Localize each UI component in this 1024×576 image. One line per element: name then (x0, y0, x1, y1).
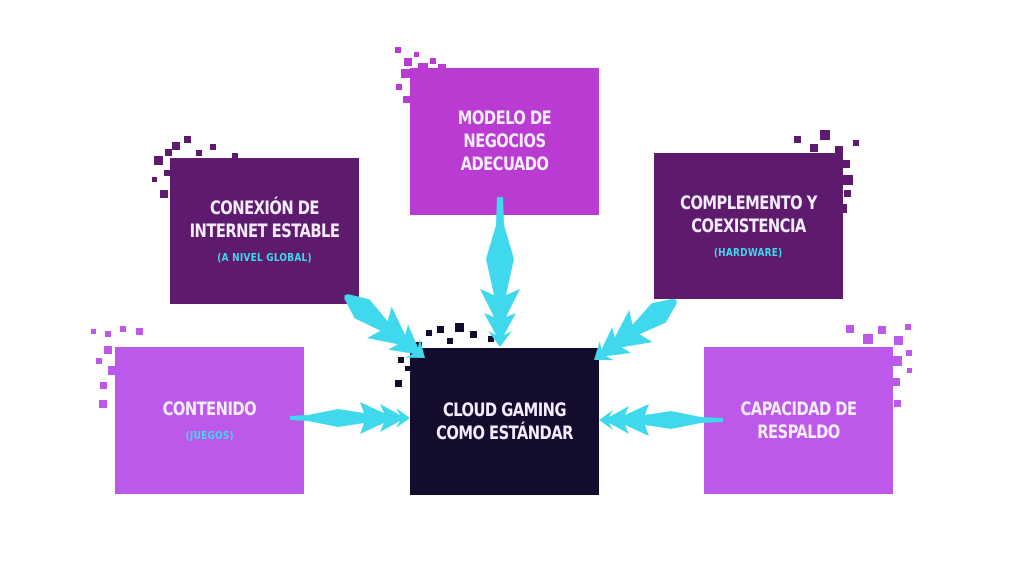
arrow-top-icon (480, 197, 520, 347)
node-title: CAPACIDAD DE RESPALDO (740, 397, 857, 443)
node-cloud-gaming-center: CLOUD GAMING COMO ESTÁNDAR (410, 348, 599, 495)
node-subtitle: (A NIVEL GLOBAL) (217, 251, 312, 264)
pixel-cluster-top (395, 47, 446, 103)
node-title: MODELO DE NEGOCIOS ADECUADO (457, 107, 552, 175)
pixel-cluster-contenido (91, 326, 143, 408)
node-title: COMPLEMENTO Y COEXISTENCIA (680, 192, 817, 237)
node-title: CLOUD GAMING COMO ESTÁNDAR (436, 398, 573, 444)
node-complemento-coexistencia: COMPLEMENTO Y COEXISTENCIA (HARDWARE) (654, 153, 843, 299)
pixel-cluster-capacidad (846, 324, 912, 407)
node-subtitle: (JUEGOS) (185, 429, 234, 442)
arrow-right-icon (599, 404, 723, 436)
node-capacidad-respaldo: CAPACIDAD DE RESPALDO (704, 347, 893, 494)
arrow-top-right-icon (594, 298, 677, 361)
arrow-top-left-icon (344, 294, 425, 358)
node-conexion-internet: CONEXIÓN DE INTERNET ESTABLE (A NIVEL GL… (170, 158, 359, 304)
node-modelo-de-negocios: MODELO DE NEGOCIOS ADECUADO (410, 68, 599, 215)
node-title: CONEXIÓN DE INTERNET ESTABLE (189, 197, 340, 242)
pixel-cluster-center (395, 323, 494, 387)
arrow-left-icon (290, 402, 410, 434)
node-contenido: CONTENIDO (JUEGOS) (115, 347, 304, 494)
node-title: CONTENIDO (162, 398, 257, 420)
pixel-cluster-conexion (152, 136, 238, 198)
node-subtitle: (HARDWARE) (714, 246, 783, 259)
